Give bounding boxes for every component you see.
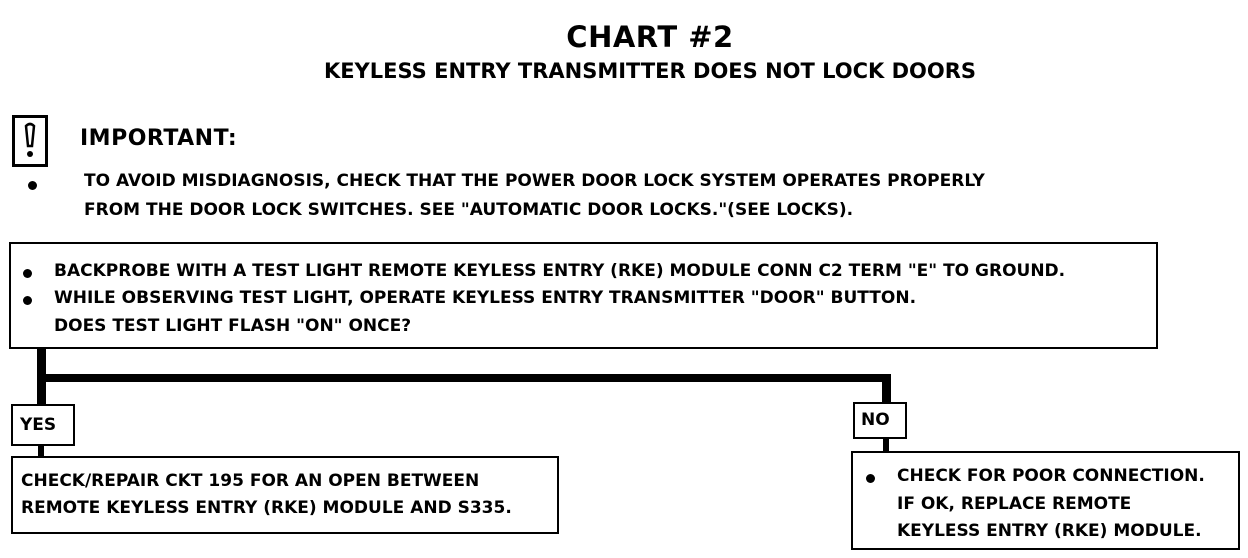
no-result-line-1: CHECK FOR POOR CONNECTION.: [897, 466, 1205, 486]
yes-label: YES: [20, 415, 57, 435]
step1-bullet-2: [23, 296, 32, 305]
chart-subtitle: KEYLESS ENTRY TRANSMITTER DOES NOT LOCK …: [323, 59, 977, 83]
connector-no-drop: [882, 374, 891, 404]
no-result-bullet: [866, 474, 875, 483]
yes-label-box: [11, 404, 75, 446]
important-line-1: TO AVOID MISDIAGNOSIS, CHECK THAT THE PO…: [84, 171, 985, 191]
important-bullet: [28, 181, 37, 190]
no-result-line-3: KEYLESS ENTRY (RKE) MODULE.: [897, 521, 1202, 541]
step1-box: [9, 242, 1158, 349]
caution-icon: [12, 115, 48, 167]
important-label: IMPORTANT:: [80, 126, 238, 151]
step1-question: DOES TEST LIGHT FLASH "ON" ONCE?: [54, 316, 412, 336]
no-label: NO: [861, 410, 890, 430]
important-line-2: FROM THE DOOR LOCK SWITCHES. SEE "AUTOMA…: [84, 200, 854, 220]
step1-bullet-1: [23, 269, 32, 278]
yes-result-box: [11, 456, 559, 534]
chart-title: CHART #2: [566, 20, 734, 54]
step1-line-1: BACKPROBE WITH A TEST LIGHT REMOTE KEYLE…: [54, 261, 1066, 281]
no-result-line-2: IF OK, REPLACE REMOTE: [897, 494, 1132, 514]
no-result-box: [851, 451, 1240, 550]
step1-line-2: WHILE OBSERVING TEST LIGHT, OPERATE KEYL…: [54, 288, 917, 308]
connector-no-result: [883, 438, 889, 452]
connector-horizontal: [37, 374, 891, 382]
no-label-box: [853, 402, 907, 439]
connector-yes-result: [38, 445, 44, 457]
yes-result-line-1: CHECK/REPAIR CKT 195 FOR AN OPEN BETWEEN: [21, 471, 480, 491]
yes-result-line-2: REMOTE KEYLESS ENTRY (RKE) MODULE AND S3…: [21, 498, 512, 518]
